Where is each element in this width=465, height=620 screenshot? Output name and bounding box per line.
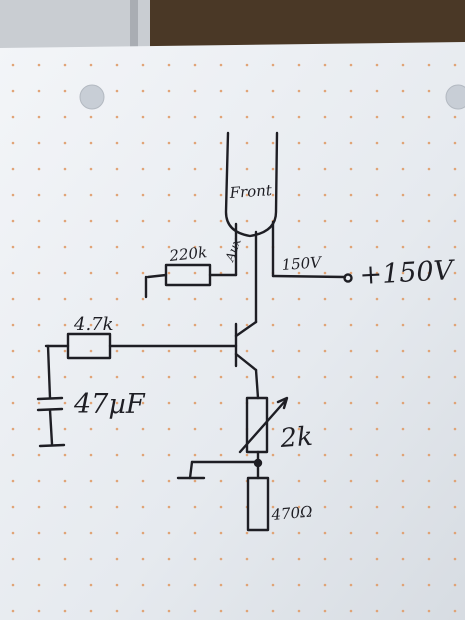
resistor-470-label: 470Ω: [270, 502, 313, 524]
background-paper: [0, 0, 150, 52]
punch-hole: [445, 84, 465, 110]
circuit-schematic: [36, 131, 353, 532]
transistor-emitter: [234, 352, 258, 372]
capacitor-plate: [36, 396, 64, 401]
supply-label: +150V: [359, 255, 457, 291]
supply-terminal: [343, 273, 353, 283]
tube-label: Front: [228, 181, 273, 202]
ground-symbol: [38, 443, 66, 448]
transistor-collector: [234, 320, 258, 338]
supply-wire: [271, 274, 347, 279]
resistor-4.7k-label: 4.7k: [73, 314, 114, 335]
capacitor-label: 47µF: [73, 389, 146, 420]
punch-hole: [79, 84, 105, 110]
pot-label: 2k: [278, 422, 313, 454]
wire-voltage-label: 150V: [281, 253, 324, 274]
vacuum-tube: [224, 131, 279, 238]
resistor-470: [246, 476, 270, 532]
pot-arrow: [238, 398, 288, 454]
dot-grid: [0, 42, 465, 620]
resistor-220k-label: 220k: [168, 243, 208, 265]
